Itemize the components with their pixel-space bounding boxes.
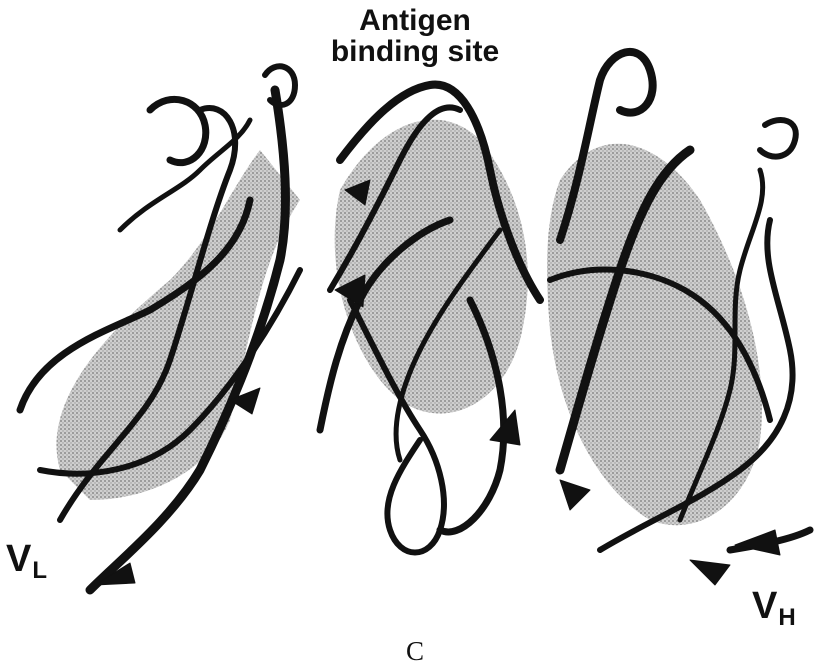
vl-label-main: V (6, 538, 31, 580)
vh-label-main: V (752, 585, 777, 627)
vh-label-sub: H (778, 604, 795, 631)
vh-arrow-2 (560, 480, 590, 510)
vl-loop-1 (150, 99, 206, 162)
vh-domain (547, 52, 810, 585)
vl-label-sub: L (32, 557, 47, 584)
title-line-1: Antigen (0, 5, 830, 36)
central-barrel (320, 85, 540, 553)
vl-label: VL (6, 540, 47, 590)
vh-label: VH (752, 587, 796, 637)
vl-domain (20, 66, 300, 590)
vh-arrow-1 (690, 560, 730, 585)
title-line-2: binding site (0, 36, 830, 67)
panel-label: C (0, 636, 830, 667)
vh-loop-1 (760, 120, 796, 157)
